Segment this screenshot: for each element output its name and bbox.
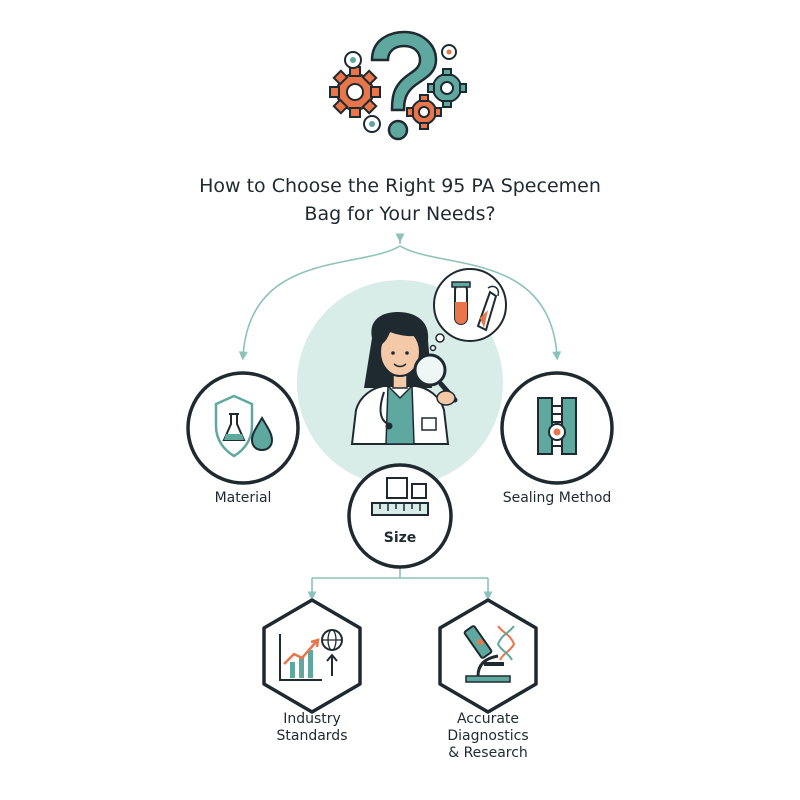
- page-title: How to Choose the Right 95 PA Specemen B…: [150, 172, 650, 228]
- material-label: Material: [214, 490, 272, 506]
- connector-to-sealing: [399, 245, 562, 361]
- diagnostics-label-line-1: Accurate: [456, 711, 520, 727]
- connectors: [238, 233, 562, 601]
- growth-chart-globe-icon: [279, 629, 343, 681]
- title-line-2: Bag for Your Needs?: [304, 203, 496, 225]
- industry-node: [262, 598, 362, 714]
- accurate-diagnostics-label: Accurate Diagnostics & Research: [418, 711, 558, 762]
- diagnostics-label-line-2: Diagnostics: [447, 728, 529, 744]
- diagnostics-node: [438, 598, 538, 714]
- diagnostics-label-line-3: & Research: [448, 745, 528, 761]
- size-label: Size: [383, 530, 417, 546]
- ruler-squares-icon: [371, 477, 429, 516]
- zip-seal-icon: [537, 397, 577, 455]
- industry-standards-label: Industry Standards: [252, 711, 372, 745]
- question-gears-icon: [329, 30, 467, 141]
- title-line-1: How to Choose the Right 95 PA Specemen: [199, 175, 601, 197]
- material-node: [186, 371, 300, 485]
- connector-to-material: [238, 245, 401, 361]
- test-tubes-icon: [429, 268, 507, 352]
- industry-label-line-1: Industry: [283, 711, 341, 727]
- industry-label-line-2: Standards: [276, 728, 348, 744]
- sealing-node: [500, 371, 614, 485]
- shield-flask-drop-icon: [214, 394, 274, 458]
- sealing-method-label: Sealing Method: [502, 490, 612, 506]
- size-node: [347, 463, 453, 569]
- microscope-dna-icon: [463, 625, 516, 683]
